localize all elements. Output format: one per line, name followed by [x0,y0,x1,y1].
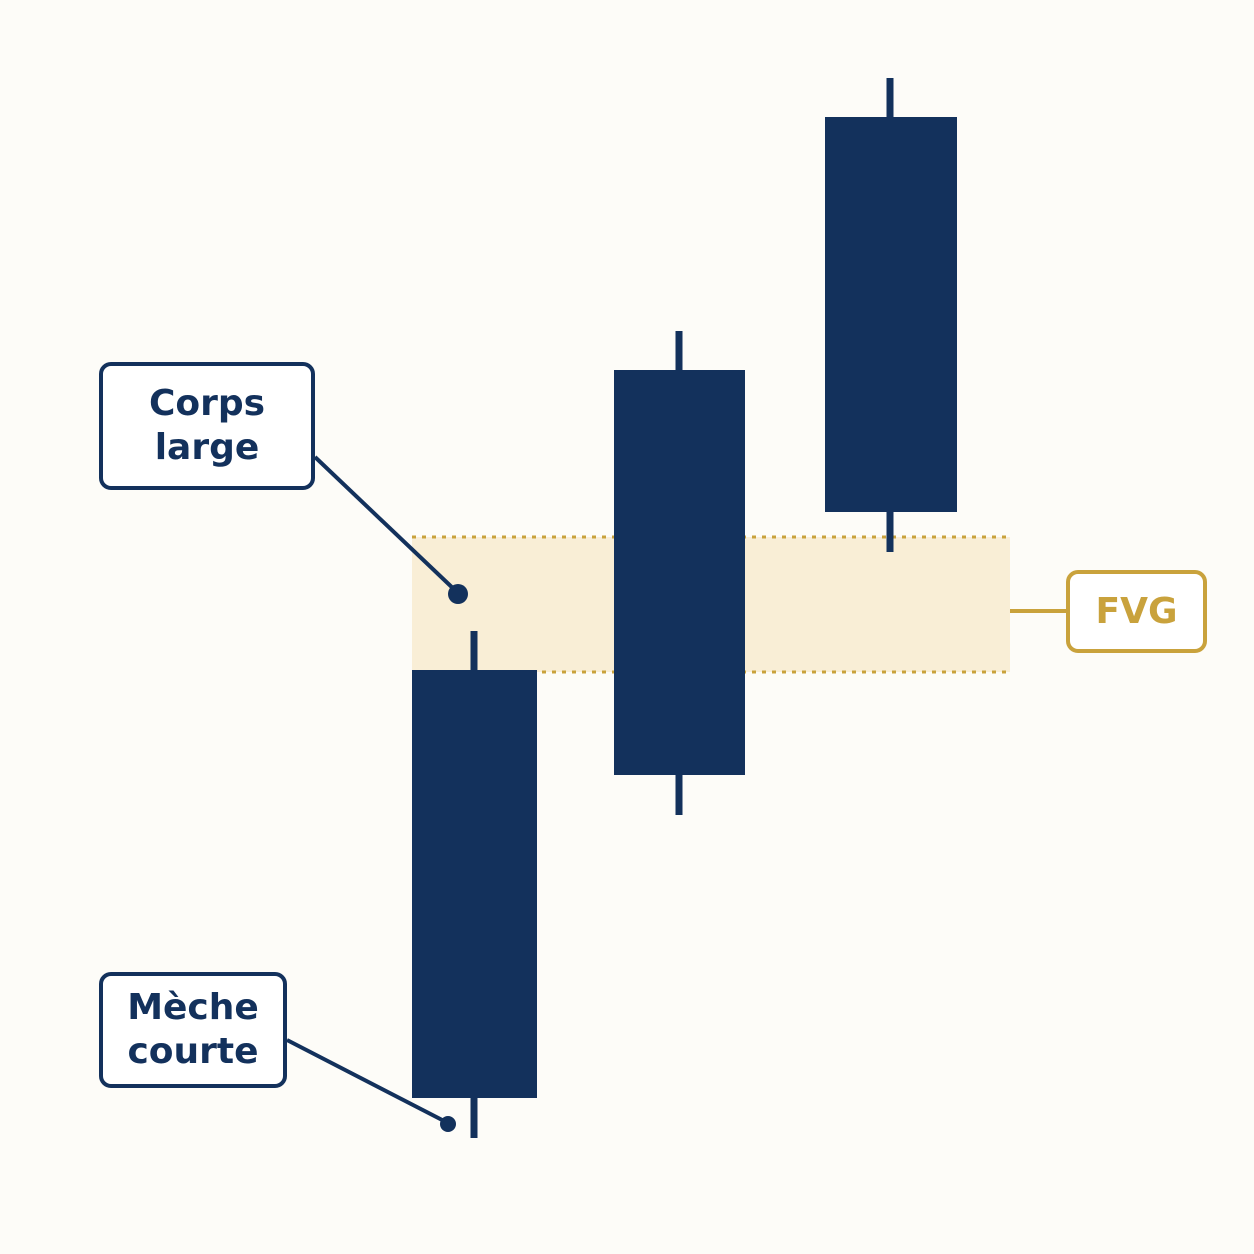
candle-3-body [825,117,957,512]
short-wick-pointer-dot [440,1116,456,1132]
candle-2-body [614,370,745,775]
candle-1 [412,631,537,1138]
short-wick-callout-line1: Mèche [127,987,259,1028]
short-wick-callout-line2: courte [127,1031,259,1072]
wide-body-pointer-line [313,455,460,595]
short-wick-callout: Mèche courte [99,972,287,1088]
wide-body-callout-line2: large [154,427,260,468]
wide-body-callout-line1: Corps [148,383,266,424]
fvg-label: FVG [1066,570,1207,653]
fvg-label-text: FVG [1095,591,1178,632]
wide-body-callout: Corps large [99,362,315,490]
candle-2 [614,331,745,815]
wide-body-pointer-dot [448,584,468,604]
short-wick-pointer-line [286,1038,449,1125]
candle-1-body [412,670,537,1098]
candle-3 [825,78,957,552]
